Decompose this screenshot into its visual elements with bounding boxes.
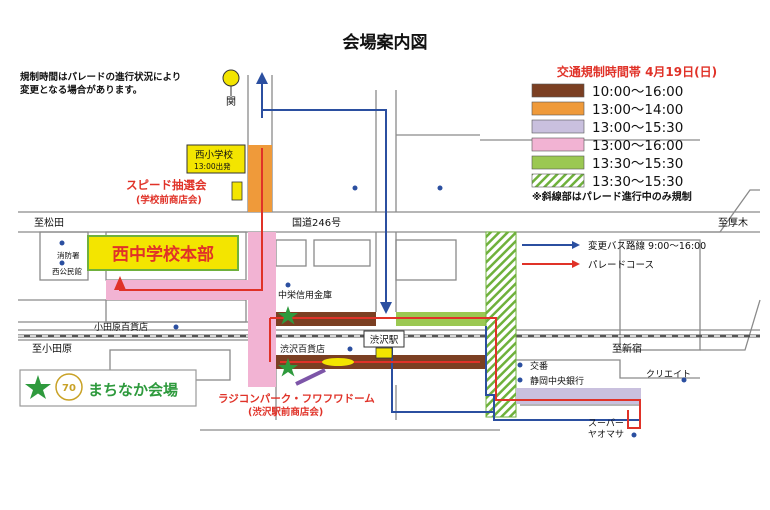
legend-swatch-2 [531,119,585,134]
notice-line-2: 変更となる場合があります。 [20,84,142,96]
shinkin-label: 中栄信用金庫 [278,289,332,301]
shizuoka-bank-label: 静岡中央銀行 [530,375,584,387]
main-venue-box [87,235,239,271]
machinaka-label: まちなか会場 [88,381,178,399]
legend-label-5: 13:30〜15:30 [592,174,683,190]
radicon-sub: (渋沢駅前商店会) [248,406,323,418]
to-shinjuku-label: 至新宿 [612,342,642,355]
nishi-school-label: 西小学校 [195,149,234,161]
machinaka-badge: 70 まちなか会場 [19,369,197,407]
machinaka-star [25,375,51,399]
time-legend: 交通規制時間帯 4月19日(日) 10:00〜16:00 13:00〜14:00 1… [531,64,717,203]
legend-label-1: 13:00〜14:00 [592,102,683,118]
legend-label-2: 13:00〜15:30 [592,120,683,136]
to-odawara-label: 至小田原 [32,343,72,355]
legend-swatch-5 [531,173,585,188]
seki-marker [222,69,240,87]
legend-label-0: 10:00〜16:00 [592,84,683,100]
route-legend: 変更バス路線 9:00〜16:00 パレードコース [522,240,706,271]
create-label: クリエイト [646,369,691,380]
legend-label-4: 13:30〜15:30 [592,156,683,172]
super-label-1: スーパー [588,418,624,429]
legend-title: 交通規制時間帯 4月19日(日) [557,64,717,79]
legend-swatch-3 [531,137,585,152]
road-network [18,75,761,431]
speed-lottery-label: スピード抽選会 [126,178,207,192]
speed-lottery-sub: (学校前商店会) [136,194,202,206]
station-box [363,330,405,348]
odakyu-dept-label: 小田原百貨店 [94,321,148,333]
fire-station-label: 消防署 [57,250,80,260]
main-venue-label: 西中学校本部 [112,244,214,265]
shibusawa-dept-label: 渋沢百貨店 [280,343,325,355]
legend-footnote: ※斜線部はパレード進行中のみ規制 [532,190,692,203]
legend-swatch-0 [531,83,585,98]
anniversary-70-text: 70 [62,383,76,394]
to-matsuda-label: 至松田 [34,216,64,229]
legend-swatch-1 [531,101,585,116]
to-atsugi-label: 至厚木 [718,217,748,229]
notice-line-1: 規制時間はパレードの進行状況により [20,71,181,83]
legend-label-3: 13:00〜16:00 [592,138,683,154]
legend-swatch-4 [531,155,585,170]
shinkin-star [278,306,298,325]
nishi-school-time: 13:00出発 [194,161,231,171]
nishi-school-box [186,144,246,174]
seki-label: 関 [226,96,236,108]
shibusawa-star [278,358,298,377]
radicon-label: ラジコンパーク・フワフワドーム [218,393,375,405]
parade-route [114,148,641,429]
anniversary-70-icon [55,373,83,401]
station-label: 渋沢駅 [370,334,399,346]
route-246-label: 国道246号 [292,216,341,229]
super-label-2: ヤオマサ [588,429,624,440]
koban-label: 交番 [530,360,548,372]
page-title: 会場案内図 [343,32,428,53]
bus-route-label: 変更バス路線 9:00〜16:00 [588,240,706,252]
parade-route-label: パレードコース [588,260,654,271]
community-hall-label: 西公民館 [52,266,82,276]
